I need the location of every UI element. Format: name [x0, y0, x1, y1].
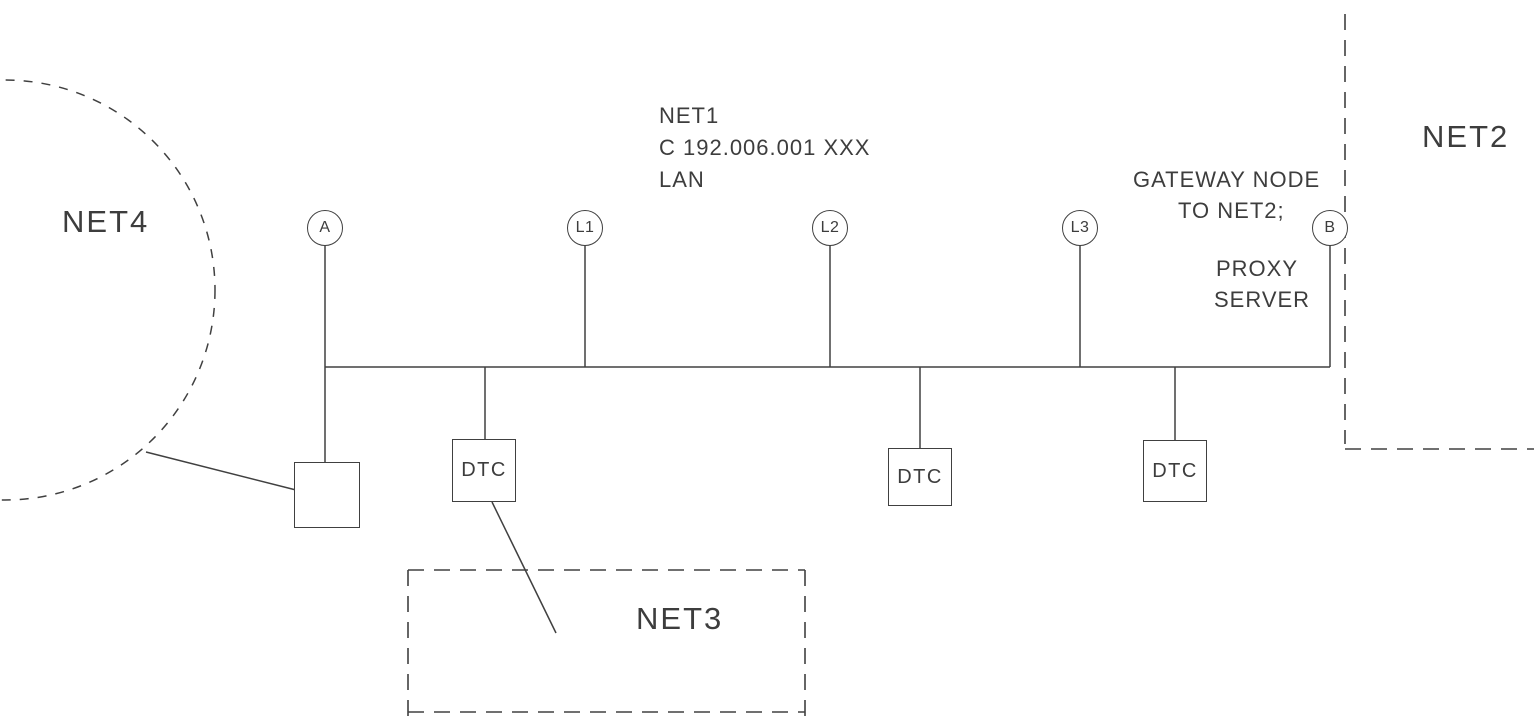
node-a-label: A [319, 219, 331, 236]
dtc-box-3-label: DTC [1152, 459, 1198, 482]
node-a: A [307, 210, 343, 246]
dtc-box-2: DTC [888, 448, 952, 506]
node-l2-label: L2 [820, 219, 840, 236]
gateway-note-line2: TO NET2; [1178, 198, 1285, 223]
net1-address-label: C 192.006.001 XXX [659, 135, 871, 160]
net3-label: NET3 [636, 601, 724, 636]
node-l3: L3 [1062, 210, 1098, 246]
net1-kind-label: LAN [659, 167, 705, 192]
net4-label: NET4 [62, 204, 150, 239]
net4-boundary-circle [0, 79, 216, 501]
gateway-note-line1: GATEWAY NODE [1133, 167, 1321, 192]
node-l2: L2 [812, 210, 848, 246]
dtc1-to-net3-link [491, 501, 557, 634]
proxy-note-line2: SERVER [1214, 287, 1311, 312]
dtc-box-1-label: DTC [461, 459, 507, 481]
net4-to-box-link [145, 451, 297, 491]
dtc-box-3: DTC [1143, 440, 1207, 502]
net2-label: NET2 [1422, 119, 1510, 154]
node-l1-label: L1 [575, 219, 595, 236]
node-b-label: B [1324, 219, 1336, 236]
net1-name-label: NET1 [659, 103, 720, 128]
node-b-gateway: B [1312, 210, 1348, 246]
node-l1: L1 [567, 210, 603, 246]
dtc-box-2-label: DTC [897, 465, 943, 488]
proxy-note-line1: PROXY [1216, 256, 1299, 281]
node-l3-label: L3 [1070, 219, 1090, 236]
net4-device-box [294, 462, 360, 528]
dtc-box-1: DTC [452, 439, 516, 502]
